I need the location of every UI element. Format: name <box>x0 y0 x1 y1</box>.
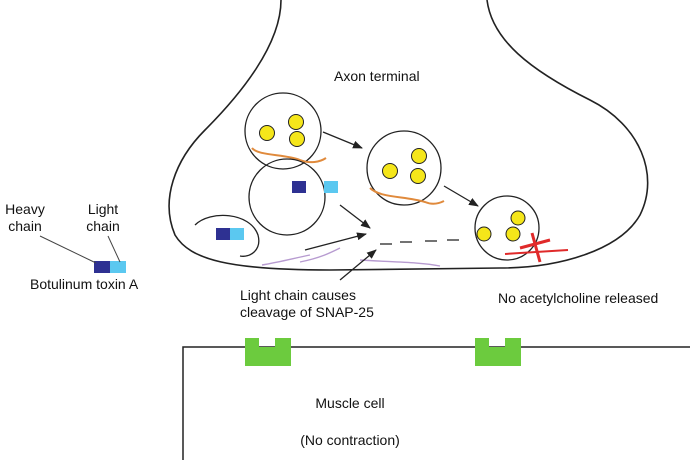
acetylcholine-molecule <box>289 131 305 147</box>
heavy-chain-block <box>94 261 110 273</box>
snare-protein <box>251 147 327 164</box>
blocked-release-mark <box>504 232 569 263</box>
axon-terminal-membrane <box>168 0 649 271</box>
arrow-toxin-to-cleavage <box>339 204 371 229</box>
heavy-chain-pointer <box>39 235 97 264</box>
light-chain-block <box>230 228 244 240</box>
acetylcholine-molecule <box>410 168 426 184</box>
acetylcholine-molecule <box>382 163 398 179</box>
acetylcholine-molecule <box>505 226 521 242</box>
heavy-chain-block <box>216 228 230 240</box>
acetylcholine-molecule <box>411 148 427 164</box>
light-chain-block <box>110 261 126 273</box>
vesicle-1 <box>244 92 327 170</box>
heavy-chain-block <box>292 181 306 193</box>
acetylcholine-molecule <box>288 114 304 130</box>
acetylcholine-molecule <box>259 125 275 141</box>
acetylcholine-receptor <box>475 338 521 366</box>
arrow-label-to-cleavage <box>339 249 377 281</box>
light-chain-label: Light chain <box>86 201 120 234</box>
light-chain-block <box>324 181 338 193</box>
cleaved-snap25 <box>261 239 459 267</box>
acetylcholine-receptor <box>245 338 291 366</box>
acetylcholine-molecule <box>510 210 526 226</box>
heavy-chain-label: Heavy chain <box>5 201 45 234</box>
cleavage-label: Light chain causes cleavage of SNAP-25 <box>240 287 374 320</box>
arrow-vesicle2-to-3 <box>443 185 479 207</box>
endocytosis-pocket <box>194 214 260 257</box>
no-acetylcholine-label: No acetylcholine released <box>498 290 659 306</box>
arrow-vesicle1-to-2 <box>322 131 363 149</box>
axon-terminal-label: Axon terminal <box>334 68 420 84</box>
vesicle-2 <box>366 130 445 206</box>
botulinum-toxin-label: Botulinum toxin A <box>30 276 139 292</box>
vesicle-3 <box>474 195 540 261</box>
muscle-cell-label: Muscle cell <box>315 395 385 411</box>
no-contraction-label: (No contraction) <box>300 432 400 448</box>
botulinum-toxin-free <box>39 235 126 273</box>
acetylcholine-molecule <box>476 226 492 242</box>
light-chain-pointer <box>107 235 121 263</box>
snare-protein <box>369 187 445 205</box>
arrow-pocket-to-cleavage <box>304 232 367 251</box>
toxin-endosome <box>248 158 338 236</box>
